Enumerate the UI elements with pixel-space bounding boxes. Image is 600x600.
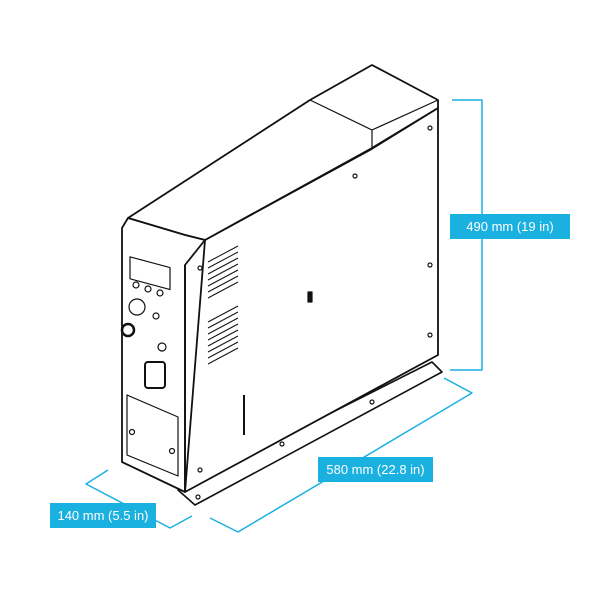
- length-dimension-label: 580 mm (22.8 in): [318, 457, 433, 482]
- button: [144, 285, 152, 293]
- switch: [144, 361, 166, 389]
- knob: [152, 312, 160, 320]
- access-door: [126, 394, 179, 477]
- display-screen: [129, 256, 171, 291]
- height-dimension-label: 490 mm (19 in): [450, 214, 570, 239]
- vent-grille: [207, 245, 239, 365]
- knob: [157, 342, 167, 352]
- button: [156, 289, 164, 297]
- button: [132, 281, 140, 289]
- depth-dimension-label: 140 mm (5.5 in): [50, 503, 156, 528]
- connector: [120, 322, 136, 338]
- gauge: [128, 298, 146, 316]
